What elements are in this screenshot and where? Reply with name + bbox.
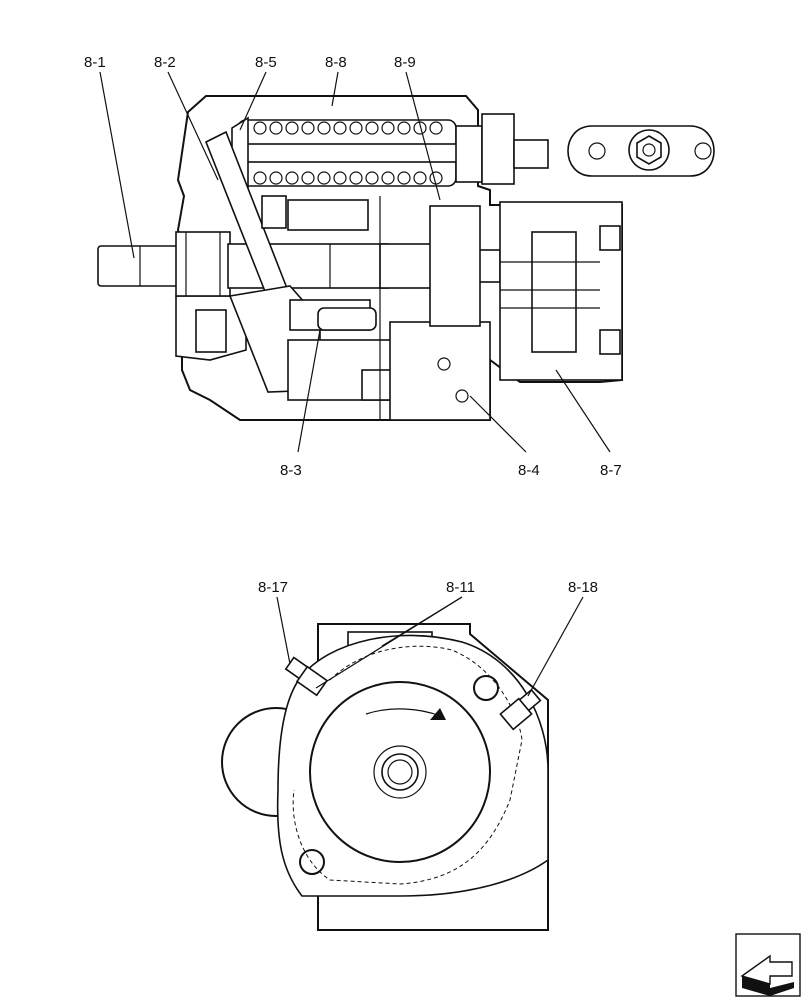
drive-shaft <box>97 245 181 287</box>
callout-8-17: 8-17 <box>258 579 288 596</box>
pump-section-view <box>97 95 715 421</box>
callout-8-8: 8-8 <box>325 54 347 71</box>
callout-8-1: 8-1 <box>84 54 106 71</box>
arrow-icon[interactable] <box>735 933 801 997</box>
callout-8-3: 8-3 <box>280 462 302 479</box>
fitting-8-18 <box>499 688 542 731</box>
callout-8-7: 8-7 <box>600 462 622 479</box>
shaft-end <box>381 753 419 791</box>
top-leader-lines <box>99 71 611 453</box>
front-leader-lines <box>276 596 584 697</box>
port-block <box>389 321 491 421</box>
callout-8-9: 8-9 <box>394 54 416 71</box>
spring-coils <box>253 121 443 185</box>
pump-face <box>309 681 491 863</box>
callout-8-4: 8-4 <box>518 462 540 479</box>
callout-8-18: 8-18 <box>568 579 598 596</box>
rotation-arrow <box>365 708 441 717</box>
callout-8-11: 8-11 <box>446 579 475 596</box>
pump-front-view <box>221 623 549 931</box>
callout-8-2: 8-2 <box>154 54 176 71</box>
callout-8-5: 8-5 <box>255 54 277 71</box>
fitting-8-17 <box>284 656 329 697</box>
